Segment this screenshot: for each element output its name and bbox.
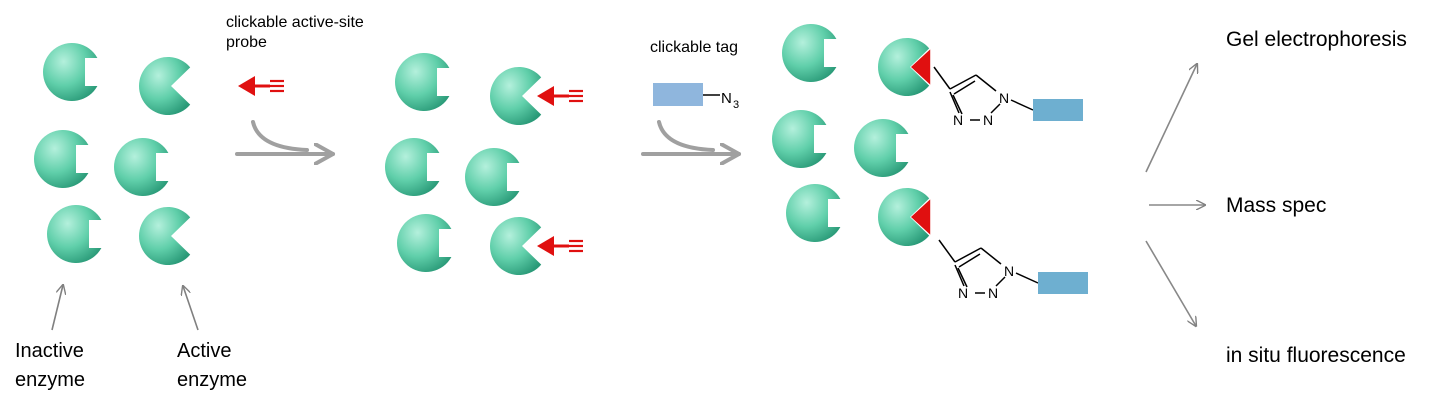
active-label-line-1: Active — [177, 340, 232, 362]
tag-block — [1033, 99, 1083, 121]
ring-bond-ea — [954, 264, 965, 287]
inactive-enzyme-11 — [853, 119, 909, 178]
ring-bond-bc — [975, 74, 997, 92]
azide-n: N — [721, 90, 732, 107]
azide-subscript: 3 — [733, 99, 739, 111]
triazole-atom-n1: N — [999, 90, 1009, 106]
pointer-inactive — [51, 285, 63, 331]
triazole-product-1 — [933, 66, 1083, 121]
probe-label-line-1: clickable active-site — [226, 14, 364, 31]
linker-to-tag — [1010, 99, 1034, 111]
output-in-situ-fluorescence: in situ fluorescence — [1226, 344, 1406, 367]
inactive-label-line-2: enzyme — [15, 369, 86, 391]
labeled-enzyme-1 — [490, 67, 542, 125]
ring-bond-ab-double — [953, 80, 976, 95]
bound-probe-1 — [537, 86, 583, 106]
ring-bond-ea-double — [957, 267, 968, 288]
ring-bond-cd — [995, 276, 1006, 287]
arrow-to-gel — [1145, 64, 1197, 173]
bound-probe-2 — [537, 236, 583, 256]
ring-bond-bc — [980, 247, 1002, 265]
inactive-enzyme-10 — [772, 110, 827, 168]
labeled-enzyme-2 — [490, 217, 542, 275]
ring-bond-ab — [949, 74, 977, 90]
step-arrow-1 — [235, 120, 335, 154]
arrow-curve — [657, 120, 715, 152]
inactive-enzyme-9 — [782, 23, 837, 82]
inactive-label-line-1: Inactive — [15, 340, 84, 362]
active-enzyme-label: Active enzyme — [177, 337, 247, 395]
inactive-enzyme-4 — [46, 205, 102, 263]
inactive-enzyme-12 — [786, 184, 841, 242]
clicked-enzyme-2 — [877, 188, 930, 246]
arrow-curve — [251, 120, 309, 152]
ring-bond-cd — [990, 103, 1001, 114]
active-enzyme-1 — [138, 56, 191, 115]
inactive-enzyme-6 — [385, 138, 440, 197]
inactive-enzyme-8 — [397, 214, 452, 273]
triazole-product-2 — [938, 239, 1088, 294]
triazole-atom-n1: N — [1004, 263, 1014, 279]
probe-label: clickable active-site probe — [226, 13, 364, 53]
arrow-layer — [51, 64, 1205, 331]
free-probe — [238, 76, 284, 96]
linker-to-enzyme — [933, 66, 951, 90]
inactive-enzyme-label: Inactive enzyme — [15, 337, 85, 395]
ring-bond-ea-double — [952, 94, 963, 115]
step-arrow-2 — [641, 120, 741, 154]
triazole-atom-n3: N — [953, 112, 963, 128]
arrow-to-fluorescence — [1145, 240, 1196, 326]
triazole-atom-n3: N — [958, 285, 968, 301]
probe-head — [238, 76, 255, 96]
probe-head — [537, 86, 554, 106]
chemistry-layer — [238, 49, 1088, 294]
output-gel-electrophoresis: Gel electrophoresis — [1226, 28, 1407, 51]
triazole-atom-n2: N — [988, 285, 998, 301]
inactive-enzyme-7 — [465, 148, 520, 207]
ring-bond-ab-double — [958, 253, 981, 268]
tag-block — [1038, 272, 1088, 294]
inactive-enzyme-2 — [34, 130, 89, 188]
triazole-atom-n2: N — [983, 112, 993, 128]
probe-label-line-2: probe — [226, 34, 267, 51]
linker-to-enzyme — [938, 239, 956, 263]
ring-bond-ab — [954, 247, 982, 263]
linker-to-tag — [1015, 272, 1039, 284]
output-mass-spec: Mass spec — [1226, 194, 1327, 217]
pointer-active — [183, 286, 199, 331]
probe-head — [537, 236, 554, 256]
tag-reagent — [653, 83, 703, 106]
clicked-probe-head-1 — [911, 49, 931, 85]
clicked-probe-head-2 — [911, 199, 931, 235]
ring-bond-ea — [949, 91, 960, 114]
active-enzyme-2 — [139, 207, 191, 265]
active-label-line-2: enzyme — [177, 369, 248, 391]
tag-label: clickable tag — [650, 39, 739, 56]
inactive-enzyme-1 — [43, 42, 98, 101]
inactive-enzyme-5 — [394, 53, 450, 111]
enzyme-layer — [34, 23, 930, 275]
inactive-enzyme-3 — [114, 138, 169, 197]
clicked-enzyme-1 — [877, 37, 930, 96]
